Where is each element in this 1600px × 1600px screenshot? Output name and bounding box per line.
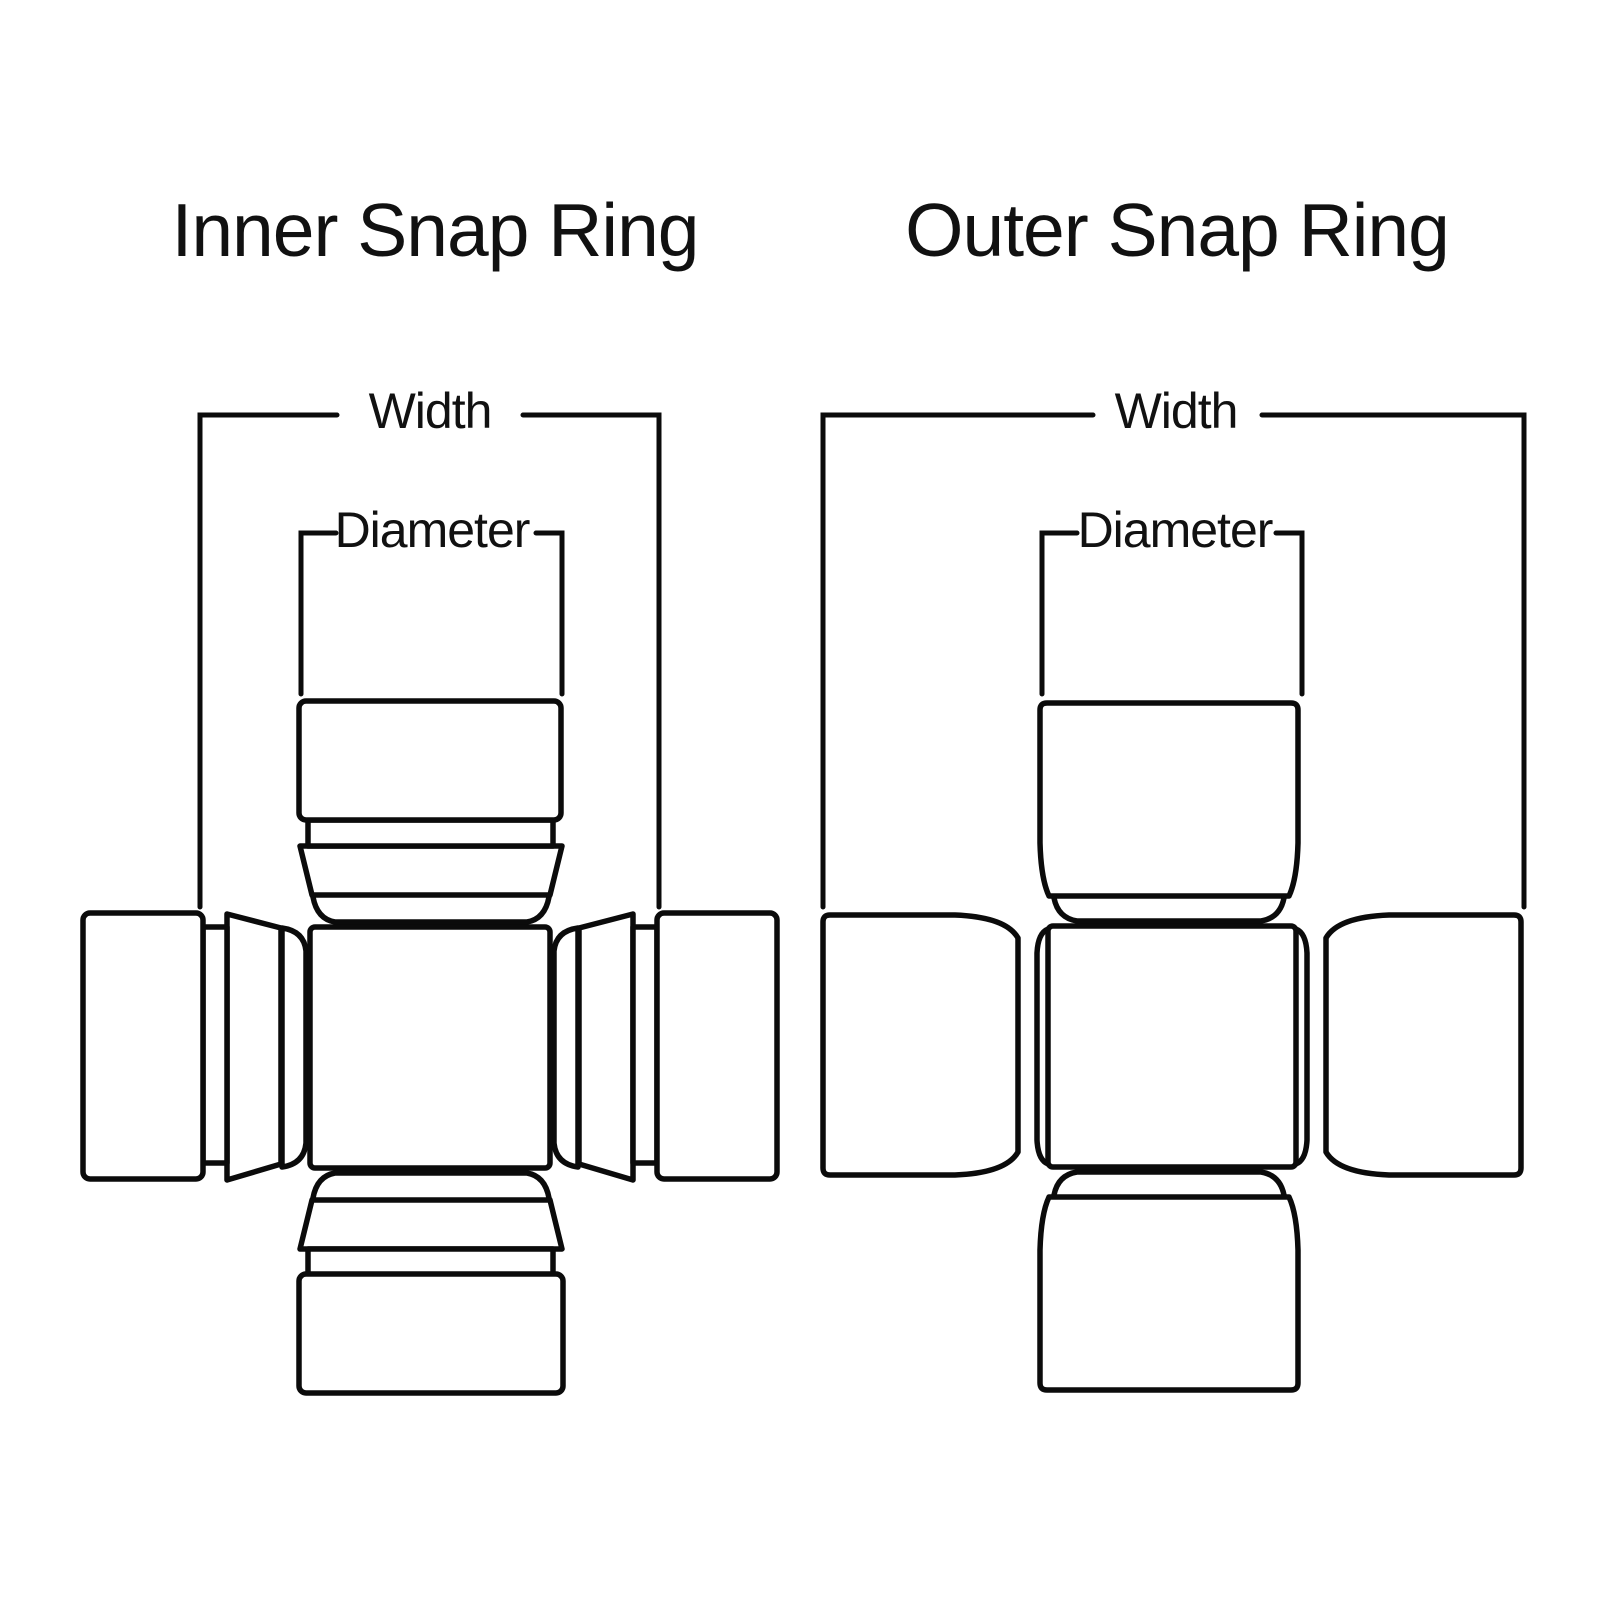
outer-width-bracket-right — [1259, 412, 1527, 910]
inner-width-bracket-right — [520, 412, 662, 910]
inner-left-snap-ring-groove — [200, 924, 230, 1166]
outer-snap-ring-diagram: Outer Snap Ring Width Diameter — [820, 188, 1527, 1393]
inner-bottom-bearing-cap — [296, 1271, 566, 1396]
inner-width-label: Width — [369, 383, 492, 439]
outer-diameter-label: Diameter — [1078, 502, 1273, 558]
inner-diameter-bracket-left — [298, 530, 339, 697]
outer-bottom-bearing-cap — [1037, 1194, 1301, 1393]
inner-top-cup-mouth — [310, 894, 552, 925]
outer-left-cup-mouth — [1034, 926, 1051, 1167]
inner-top-cup-flare — [297, 843, 565, 898]
inner-right-cup-taper — [576, 911, 636, 1183]
inner-top-snap-ring-groove — [305, 817, 556, 849]
inner-snap-ring-diagram: Inner Snap Ring Width Diameter — [80, 188, 780, 1396]
inner-bottom-cup-mouth — [310, 1170, 552, 1201]
outer-diagram-title: Outer Snap Ring — [905, 188, 1449, 272]
outer-diameter-bracket-left — [1039, 530, 1080, 697]
inner-left-cup-mouth — [279, 925, 309, 1170]
outer-left-bearing-cap — [820, 912, 1021, 1178]
inner-left-bearing-cap — [80, 910, 206, 1182]
outer-right-cup-mouth — [1293, 926, 1310, 1167]
outer-top-cup-mouth — [1051, 895, 1287, 924]
inner-center-body — [307, 924, 553, 1171]
inner-bottom-cup-flare — [297, 1197, 565, 1252]
inner-bottom-snap-ring-groove — [305, 1246, 556, 1278]
inner-right-cup-mouth — [551, 925, 581, 1170]
inner-right-snap-ring-groove — [630, 924, 660, 1166]
inner-top-bearing-cap — [296, 698, 564, 823]
inner-right-bearing-cap — [654, 910, 780, 1182]
inner-diameter-label: Diameter — [335, 502, 530, 558]
outer-right-bearing-cap — [1323, 912, 1524, 1178]
inner-diagram-title: Inner Snap Ring — [171, 188, 698, 272]
outer-bottom-cup-mouth — [1051, 1169, 1287, 1198]
inner-diameter-bracket-right — [533, 530, 565, 697]
outer-width-bracket-left — [820, 412, 1096, 910]
outer-width-label: Width — [1115, 383, 1238, 439]
outer-center-body — [1045, 923, 1299, 1170]
inner-left-cup-taper — [224, 911, 284, 1183]
outer-diameter-bracket-right — [1273, 530, 1305, 697]
outer-top-bearing-cap — [1037, 700, 1301, 899]
inner-width-bracket-left — [197, 412, 340, 910]
